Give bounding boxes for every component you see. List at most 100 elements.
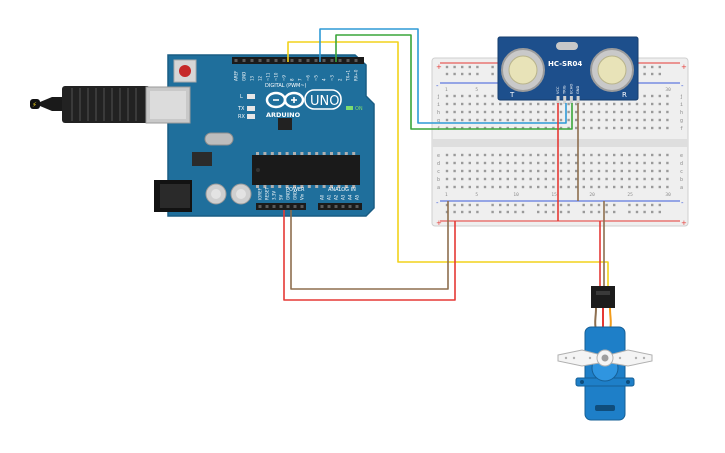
breadboard-hole[interactable] (620, 169, 623, 173)
breadboard-hole[interactable] (521, 153, 525, 157)
breadboard-hole[interactable] (582, 161, 585, 165)
rail-hole[interactable] (537, 203, 540, 207)
breadboard-hole[interactable] (529, 118, 532, 122)
breadboard-hole[interactable] (544, 185, 547, 189)
breadboard-hole[interactable] (567, 126, 570, 130)
breadboard-hole[interactable] (453, 153, 456, 157)
breadboard-hole[interactable] (544, 161, 547, 165)
breadboard-hole[interactable] (461, 110, 464, 114)
breadboard-hole[interactable] (491, 102, 494, 106)
breadboard-hole[interactable] (537, 185, 540, 189)
breadboard-hole[interactable] (666, 185, 669, 189)
breadboard-hole[interactable] (506, 126, 509, 130)
breadboard-hole[interactable] (582, 153, 585, 157)
breadboard-hole[interactable] (643, 126, 646, 130)
breadboard-hole[interactable] (483, 161, 487, 165)
breadboard-hole[interactable] (544, 126, 547, 130)
rail-hole[interactable] (506, 210, 509, 214)
header-pin[interactable] (272, 205, 276, 208)
rail-hole[interactable] (651, 203, 654, 207)
micro-servo[interactable] (557, 286, 653, 421)
breadboard-hole[interactable] (491, 169, 494, 173)
breadboard-hole[interactable] (468, 161, 471, 165)
rail-hole[interactable] (643, 65, 646, 69)
breadboard-hole[interactable] (499, 153, 502, 157)
sensor-pin[interactable] (556, 96, 560, 104)
breadboard-hole[interactable] (483, 102, 487, 106)
breadboard-hole[interactable] (613, 102, 616, 106)
rail-hole[interactable] (461, 210, 464, 214)
breadboard-hole[interactable] (620, 110, 623, 114)
header-pin[interactable] (298, 59, 302, 62)
breadboard-hole[interactable] (491, 118, 494, 122)
breadboard-hole[interactable] (575, 185, 578, 189)
breadboard-hole[interactable] (567, 153, 570, 157)
breadboard-hole[interactable] (651, 153, 654, 157)
breadboard-hole[interactable] (658, 102, 661, 106)
rail-hole[interactable] (491, 203, 494, 207)
breadboard-hole[interactable] (499, 110, 502, 114)
rail-hole[interactable] (651, 72, 654, 76)
breadboard-hole[interactable] (620, 177, 623, 181)
breadboard-hole[interactable] (590, 169, 593, 173)
breadboard-hole[interactable] (506, 161, 509, 165)
rail-hole[interactable] (635, 210, 639, 214)
breadboard-hole[interactable] (620, 185, 623, 189)
breadboard-hole[interactable] (445, 161, 449, 165)
breadboard-hole[interactable] (605, 169, 608, 173)
breadboard-hole[interactable] (590, 153, 593, 157)
breadboard-hole[interactable] (658, 161, 661, 165)
breadboard-hole[interactable] (567, 102, 570, 106)
breadboard-hole[interactable] (575, 110, 578, 114)
breadboard-hole[interactable] (491, 153, 494, 157)
rail-hole[interactable] (476, 203, 479, 207)
breadboard-hole[interactable] (582, 169, 585, 173)
rail-hole[interactable] (613, 210, 616, 214)
breadboard-hole[interactable] (643, 161, 646, 165)
breadboard-hole[interactable] (613, 110, 616, 114)
breadboard-hole[interactable] (483, 118, 487, 122)
breadboard-hole[interactable] (567, 161, 570, 165)
breadboard-hole[interactable] (597, 161, 601, 165)
breadboard-hole[interactable] (620, 118, 623, 122)
breadboard-hole[interactable] (537, 118, 540, 122)
breadboard-hole[interactable] (544, 118, 547, 122)
breadboard-hole[interactable] (445, 185, 449, 189)
breadboard-hole[interactable] (506, 169, 509, 173)
rail-hole[interactable] (461, 65, 464, 69)
header-pin[interactable] (320, 205, 324, 208)
breadboard-hole[interactable] (582, 110, 585, 114)
rail-hole[interactable] (582, 203, 585, 207)
rail-hole[interactable] (521, 210, 525, 214)
breadboard-hole[interactable] (529, 102, 532, 106)
breadboard-hole[interactable] (605, 126, 608, 130)
breadboard-hole[interactable] (514, 153, 517, 157)
rail-hole[interactable] (499, 203, 502, 207)
breadboard-hole[interactable] (567, 185, 570, 189)
breadboard-hole[interactable] (514, 185, 517, 189)
breadboard-hole[interactable] (529, 177, 532, 181)
breadboard-hole[interactable] (590, 110, 593, 114)
breadboard-hole[interactable] (499, 102, 502, 106)
breadboard-hole[interactable] (658, 185, 661, 189)
breadboard-hole[interactable] (620, 126, 623, 130)
breadboard-hole[interactable] (559, 185, 563, 189)
breadboard-hole[interactable] (491, 177, 494, 181)
breadboard-hole[interactable] (544, 102, 547, 106)
breadboard-hole[interactable] (582, 126, 585, 130)
rail-hole[interactable] (476, 65, 479, 69)
breadboard-hole[interactable] (666, 161, 669, 165)
rail-hole[interactable] (590, 210, 593, 214)
breadboard-hole[interactable] (514, 110, 517, 114)
breadboard-hole[interactable] (605, 177, 608, 181)
breadboard-hole[interactable] (468, 169, 471, 173)
header-pin[interactable] (279, 205, 283, 208)
breadboard-hole[interactable] (499, 126, 502, 130)
breadboard-hole[interactable] (506, 153, 509, 157)
breadboard-hole[interactable] (575, 177, 578, 181)
breadboard-hole[interactable] (476, 161, 479, 165)
breadboard-hole[interactable] (643, 169, 646, 173)
rail-hole[interactable] (506, 203, 509, 207)
breadboard-hole[interactable] (635, 102, 639, 106)
rail-hole[interactable] (590, 203, 593, 207)
